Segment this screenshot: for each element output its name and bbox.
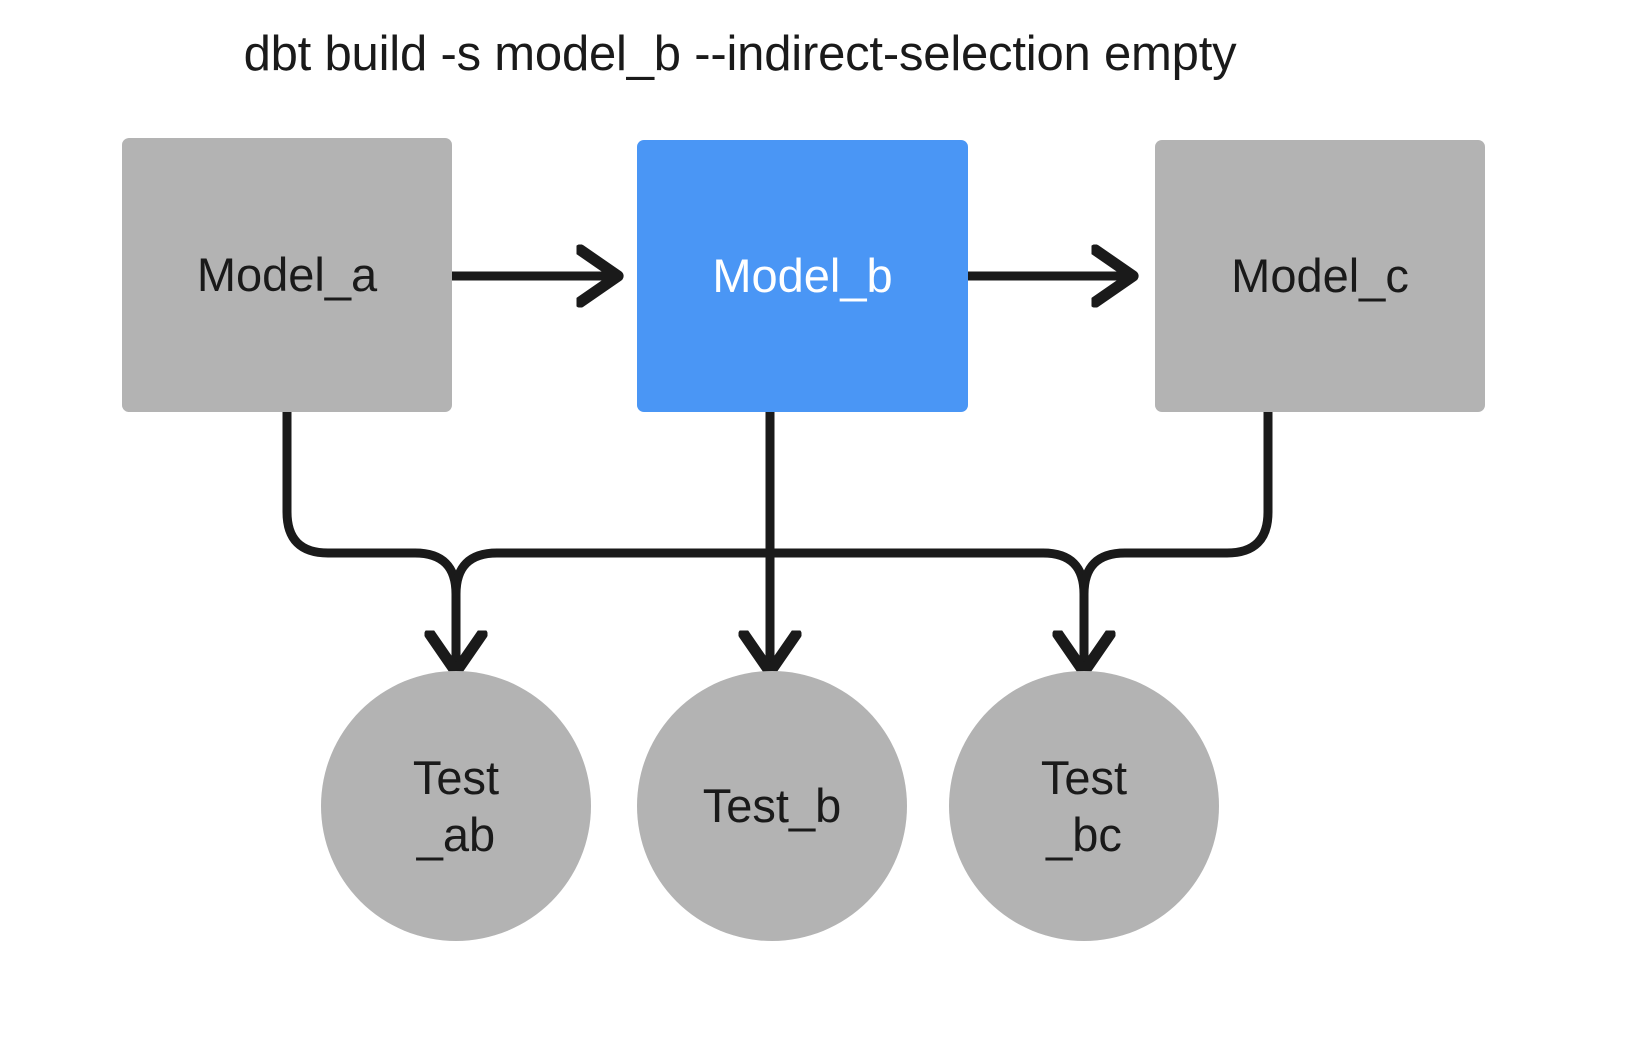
node-test-ab-label-line1: Test — [412, 750, 500, 804]
node-test-ab[interactable]: Test _ab — [321, 671, 591, 941]
edge-model-c-to-test-bc — [1079, 407, 1273, 599]
node-model-c-label: Model_c — [1231, 249, 1409, 303]
node-test-bc-label-line2: _bc — [1046, 808, 1122, 861]
node-model-c[interactable]: Model_c — [1155, 140, 1485, 412]
node-model-a-label: Model_a — [196, 248, 378, 302]
node-test-bc-label-line1: Test — [1040, 750, 1128, 804]
node-test-b-label-line1: Test_b — [702, 779, 842, 833]
node-test-bc[interactable]: Test _bc — [949, 671, 1219, 941]
node-test-ab-label-line2: _ab — [416, 808, 496, 861]
node-test-b[interactable]: Test_b — [637, 671, 907, 941]
node-model-a[interactable]: Model_a — [122, 138, 452, 412]
edge-model-b-to-test-bc — [765, 548, 1084, 672]
node-model-b[interactable]: Model_b — [637, 140, 968, 412]
edge-model-b-to-test-ab — [451, 548, 775, 599]
edge-model-a-to-test-ab — [282, 407, 456, 672]
diagram-title: dbt build -s model_b --indirect-selectio… — [243, 27, 1237, 81]
node-model-b-label: Model_b — [712, 249, 893, 303]
